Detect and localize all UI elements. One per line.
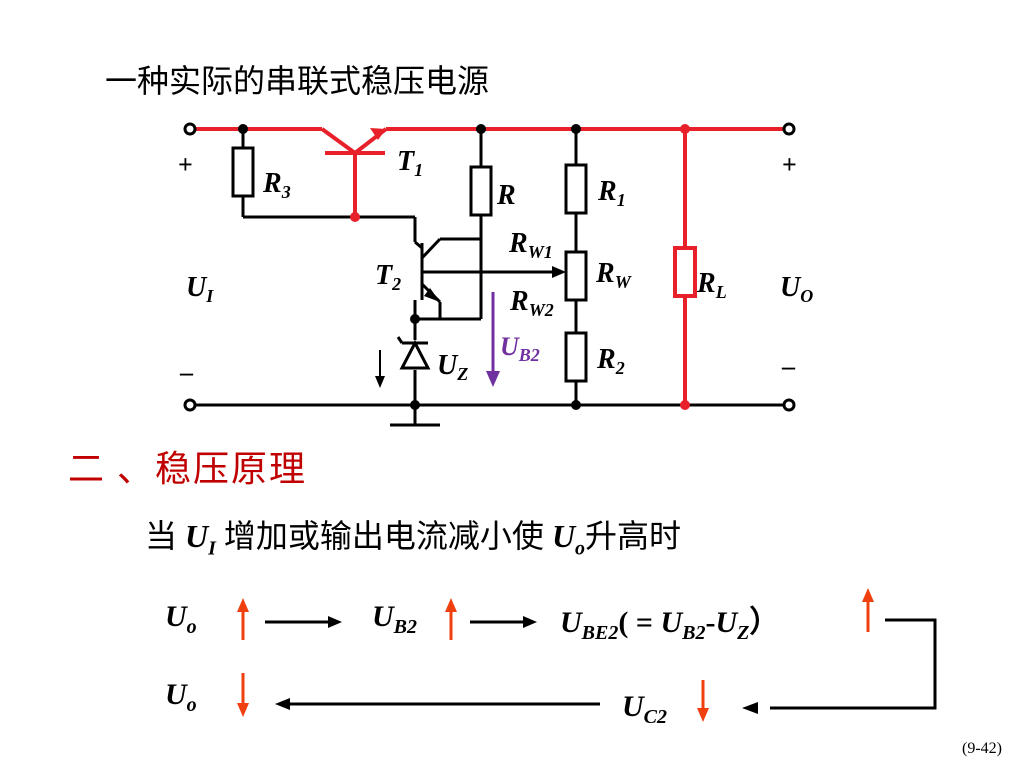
- terminals: [183, 122, 796, 412]
- input-plus-label: +: [178, 150, 193, 179]
- r-resistor: [469, 165, 493, 217]
- uz-label: UZ: [437, 350, 469, 384]
- ub2-arrow: [486, 292, 500, 387]
- top-rail: [192, 127, 787, 405]
- flow-uc2-fall: UC2: [622, 690, 668, 728]
- t1-label: T1: [397, 146, 424, 180]
- resistors: [231, 146, 588, 383]
- condition-line: 当 UI 增加或输出电流减小使 Uo升高时: [145, 518, 682, 560]
- uz-arrow: [375, 350, 385, 388]
- page-title: 一种实际的串联式稳压电源: [105, 63, 490, 99]
- r3-label: R3: [263, 168, 291, 202]
- rw1-label: RW1: [509, 228, 553, 262]
- rl-resistor: [673, 246, 697, 298]
- flow-ube2: UBE2( = UB2-UZ）: [560, 606, 780, 644]
- ui-label: UI: [186, 272, 214, 306]
- input-minus-label: –: [180, 358, 193, 387]
- r2-label: R2: [597, 344, 625, 378]
- r3-resistor: [231, 146, 255, 198]
- flow-arrows: [265, 616, 937, 714]
- trend-arrows: [237, 588, 874, 722]
- page-number: (9-42): [962, 740, 1002, 757]
- r2-resistor: [564, 331, 588, 383]
- t2-label: T2: [375, 260, 402, 294]
- t1-emitter-arrow: [370, 128, 386, 140]
- section-heading: 二 、稳压原理: [68, 449, 308, 489]
- uo-label: UO: [780, 272, 814, 306]
- output-plus-label: +: [782, 150, 797, 179]
- r-label: R: [497, 180, 516, 211]
- rl-label: RL: [697, 268, 727, 302]
- rw-label: RW: [596, 258, 631, 292]
- flow-uo-rise: Uo: [165, 600, 197, 638]
- rw2-label: RW2: [510, 286, 554, 320]
- rw-resistor: [564, 250, 588, 302]
- ub2-label: UB2: [500, 332, 540, 365]
- r1-resistor: [564, 163, 588, 215]
- zener-diode: [396, 336, 431, 370]
- flow-uo-fall: Uo: [165, 678, 197, 716]
- t2-emitter-arrow: [424, 288, 440, 302]
- output-minus-label: –: [782, 352, 795, 381]
- flow-ub2-rise: UB2: [372, 600, 418, 638]
- rw-wiper-arrow: [552, 266, 566, 278]
- junction-dots: [238, 124, 690, 410]
- r1-label: R1: [598, 176, 626, 210]
